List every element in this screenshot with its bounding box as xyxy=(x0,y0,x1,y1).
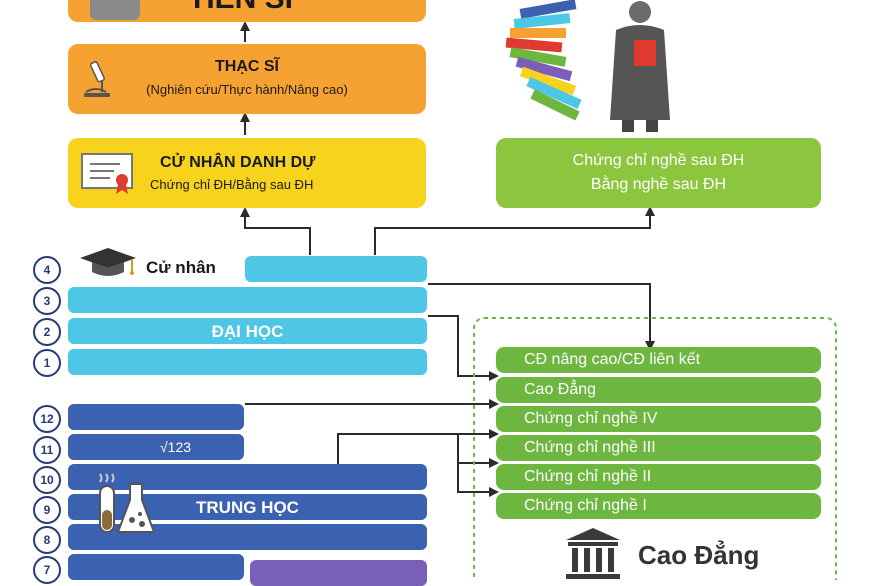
year-4-bar xyxy=(245,256,427,282)
year-11-bar xyxy=(68,434,244,460)
cc-nghe-4-bar xyxy=(496,406,821,432)
certificate-icon xyxy=(80,150,136,196)
microscope-icon xyxy=(78,58,116,100)
cc-nghe-2-bar xyxy=(496,464,821,490)
year-3-badge: 3 xyxy=(33,287,61,315)
building-icon xyxy=(562,526,624,580)
cao-dang-label: Cao Đẳng xyxy=(524,381,597,398)
year-2-bar xyxy=(68,318,427,344)
thac-si-title: THẠC SĨ xyxy=(215,58,279,75)
year-10-badge: 10 xyxy=(33,466,61,494)
nghe-sau-dh-line2: Bằng nghề sau ĐH xyxy=(590,176,727,193)
year-4-badge: 4 xyxy=(33,256,61,284)
year-12-bar xyxy=(68,404,244,430)
cu-nhan-label: Cử nhân xyxy=(146,258,216,277)
books-stack-icon xyxy=(500,0,590,130)
dai-hoc-label: ĐẠI HỌC xyxy=(211,322,284,341)
year-10-bar xyxy=(68,464,427,490)
cao-dang-bar xyxy=(496,377,821,403)
cao-dang-group-label: Cao Đẳng xyxy=(638,540,760,570)
nghe-sau-dh-box xyxy=(496,138,821,208)
year-1-badge: 1 xyxy=(33,349,61,377)
lab-flask-icon xyxy=(92,470,162,538)
nghe-sau-dh-line1: Chứng chỉ nghề sau ĐH xyxy=(572,152,745,169)
cc-nghe-1-label: Chứng chỉ nghề I xyxy=(524,497,647,514)
cu-nhan-danh-du-title: CỬ NHÂN DANH DỰ xyxy=(160,154,316,171)
thac-si-box xyxy=(68,44,426,114)
year-1-bar xyxy=(68,349,427,375)
graduate-icon xyxy=(90,0,140,20)
cc-nghe-3-bar xyxy=(496,435,821,461)
year-8-badge: 8 xyxy=(33,526,61,554)
cu-nhan-danh-du-subtitle: Chứng chỉ ĐH/Bằng sau ĐH xyxy=(150,177,314,192)
year-2-badge: 2 xyxy=(33,318,61,346)
graduation-cap-icon xyxy=(76,244,140,280)
cc-nghe-1-bar xyxy=(496,493,821,519)
graduate-figure-icon xyxy=(600,0,680,134)
cd-nang-cao-label: CĐ nâng cao/CĐ liên kết xyxy=(524,351,701,368)
year-7-bar xyxy=(68,554,244,580)
cd-nang-cao-bar xyxy=(496,347,821,373)
year-7-purple-bar xyxy=(250,560,427,586)
thac-si-subtitle: (Nghiên cứu/Thực hành/Nâng cao) xyxy=(146,82,348,97)
tien-si-box xyxy=(68,0,426,22)
year-12-badge: 12 xyxy=(33,405,61,433)
year-11-badge: 11 xyxy=(33,436,61,464)
formula-label: √123 xyxy=(160,439,192,455)
cc-nghe-3-label: Chứng chỉ nghề III xyxy=(524,439,656,456)
year-9-badge: 9 xyxy=(33,496,61,524)
year-3-bar xyxy=(68,287,427,313)
cc-nghe-4-label: Chứng chỉ nghề IV xyxy=(524,410,658,427)
tien-si-label: TIẾN SĨ xyxy=(188,0,293,16)
trung-hoc-label: TRUNG HỌC xyxy=(196,498,299,517)
cc-nghe-2-label: Chứng chỉ nghề II xyxy=(524,468,652,485)
